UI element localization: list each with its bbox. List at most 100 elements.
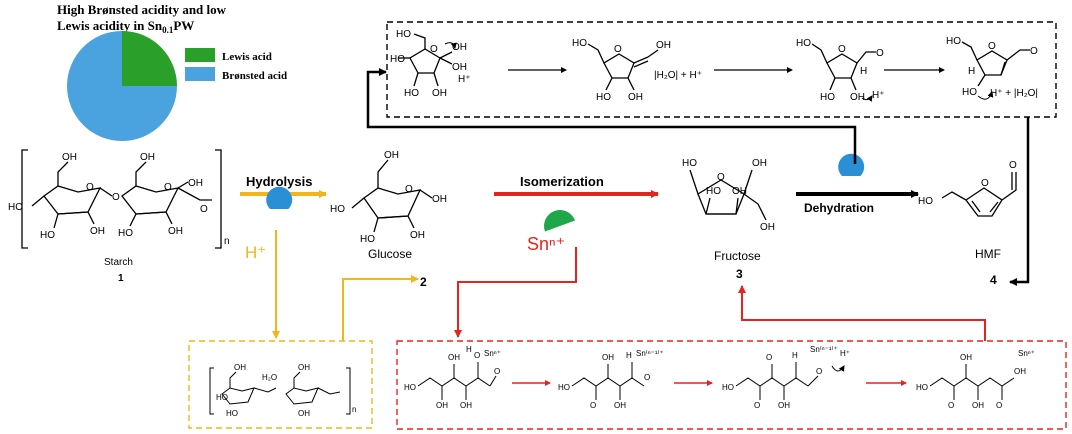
iso-mech-chain-3: HO O O OH H O Sn⁽ⁿ⁻¹⁾⁺ H⁺ — [722, 345, 850, 410]
svg-text:HO: HO — [918, 196, 933, 207]
svg-text:OH: OH — [234, 363, 246, 372]
hydrolysis-label: Hydrolysis — [246, 174, 312, 189]
svg-text:HO: HO — [596, 92, 611, 103]
svg-text:HO: HO — [962, 87, 977, 98]
fructose-label: Fructose — [714, 249, 761, 263]
svg-text:OH: OH — [656, 40, 671, 51]
svg-text:H: H — [860, 66, 867, 77]
svg-text:O: O — [1030, 46, 1038, 57]
svg-text:OH: OH — [384, 150, 399, 161]
mech-dihydrofuran-structure: HO O O H HO H⁺ + |H₂O| — [946, 36, 1038, 100]
proton-catalyst-shape — [266, 186, 293, 209]
dehydration-label: Dehydration — [804, 201, 874, 215]
mech1-h-plus: H⁺ — [458, 74, 471, 85]
svg-text:H: H — [626, 351, 632, 360]
dehydration-catalyst-shape — [838, 153, 865, 177]
starch-structure: n OH O HO HO OH O OH O OH HO OH O — [8, 149, 230, 249]
svg-text:OH: OH — [168, 226, 183, 237]
iso-mech3-sn: Sn⁽ⁿ⁻¹⁾⁺ — [810, 345, 838, 354]
svg-text:OH: OH — [62, 152, 77, 163]
svg-text:OH: OH — [410, 230, 425, 241]
iso-mech4-sn: Snⁿ⁺ — [1018, 349, 1035, 358]
mechanism-loop-in — [366, 68, 857, 164]
legend-swatch-bronsted — [185, 67, 215, 81]
svg-text:OH: OH — [188, 178, 203, 189]
iso-mech-chain-1: HO OH OH OH O Snⁿ⁺ O H — [404, 345, 501, 410]
iso-mech-chain-4: HO O OH OH O OH Snⁿ⁺ — [916, 349, 1035, 410]
svg-text:O: O — [590, 401, 596, 410]
glucose-number: 2 — [420, 275, 427, 289]
legend-swatch-lewis — [185, 48, 215, 62]
svg-text:H: H — [466, 345, 472, 354]
fructose-structure: O HO OH OH HO OH — [682, 158, 775, 233]
svg-text:O: O — [876, 48, 884, 59]
fructose-number: 3 — [736, 267, 743, 281]
svg-text:HO: HO — [396, 29, 411, 40]
svg-text:HO: HO — [330, 204, 345, 215]
svg-text:OH: OH — [1014, 367, 1026, 376]
svg-text:OH: OH — [850, 92, 865, 103]
svg-text:OH: OH — [778, 401, 790, 410]
svg-text:OH: OH — [432, 88, 447, 99]
svg-text:OH: OH — [760, 222, 775, 233]
svg-text:HO: HO — [682, 158, 697, 169]
iso-mech2-sn: Sn⁽ⁿ⁻¹⁾⁺ — [636, 349, 664, 358]
tin-catalyst-shape — [544, 210, 576, 232]
iso-mech-chain-2: HO O OH OH H Sn⁽ⁿ⁻¹⁾⁺ O — [558, 349, 664, 410]
svg-text:OH: OH — [432, 194, 447, 205]
title-line2-prefix: Lewis acidity in Sn — [57, 18, 163, 33]
svg-text:n: n — [352, 405, 356, 414]
svg-text:OH: OH — [452, 62, 467, 73]
svg-text:HO: HO — [796, 38, 811, 49]
svg-text:O: O — [494, 367, 500, 376]
svg-text:HO: HO — [8, 202, 23, 213]
svg-text:H: H — [968, 66, 975, 77]
svg-text:HO: HO — [722, 383, 734, 392]
svg-text:HO: HO — [360, 234, 375, 245]
hydrolysis-mechanism-box — [188, 340, 373, 429]
hmf-structure: O HO O — [918, 160, 1017, 217]
svg-text:HO: HO — [404, 383, 416, 392]
svg-text:H: H — [792, 351, 798, 360]
svg-text:HO: HO — [40, 230, 55, 241]
hydrolysis-connector-up — [342, 275, 419, 341]
pie-slice-lewis — [122, 31, 177, 86]
svg-text:OH: OH — [960, 353, 972, 362]
svg-text:HO: HO — [558, 383, 570, 392]
svg-text:OH: OH — [752, 158, 767, 169]
svg-text:HO: HO — [118, 228, 133, 239]
pie-slice-bronsted — [67, 31, 177, 141]
svg-text:O: O — [981, 178, 989, 189]
svg-text:HO: HO — [706, 186, 721, 197]
hmf-number: 4 — [990, 273, 997, 287]
svg-text:HO: HO — [390, 54, 405, 65]
legend-label-bronsted: Brønsted acid — [222, 70, 287, 82]
iso-mech3-h-plus: H⁺ — [840, 349, 850, 358]
svg-text:OH: OH — [732, 186, 747, 197]
mech-fructofuranose-structure: HO O OH OH HO HO OH H⁺ — [390, 29, 471, 99]
svg-text:O: O — [754, 401, 760, 410]
svg-text:HO: HO — [946, 36, 961, 47]
mech4-proton-water: H⁺ + |H₂O| — [990, 88, 1038, 99]
svg-text:HO: HO — [226, 409, 238, 418]
svg-text:OH: OH — [298, 363, 310, 372]
title-line2: Lewis acidity in Sn0.1PW — [57, 18, 194, 35]
svg-text:HO: HO — [572, 38, 587, 49]
svg-text:OH: OH — [140, 152, 155, 163]
tin-catalyst-label: Snⁿ⁺ — [527, 234, 565, 254]
svg-text:O: O — [86, 182, 94, 193]
svg-text:O: O — [838, 44, 846, 55]
svg-text:O: O — [405, 184, 413, 195]
svg-text:O: O — [614, 44, 622, 55]
svg-text:OH: OH — [448, 353, 460, 362]
hydrolysis-mech-water: H₂O — [262, 373, 277, 382]
mechanism-loop-out — [1009, 117, 1030, 286]
isomerization-label: Isomerization — [520, 174, 604, 189]
svg-text:OH: OH — [614, 401, 626, 410]
svg-text:O: O — [1009, 160, 1017, 171]
svg-text:HO: HO — [916, 383, 928, 392]
acidity-pie-chart — [67, 31, 177, 141]
iso-mech1-sn: Snⁿ⁺ — [484, 349, 501, 358]
svg-text:O: O — [112, 192, 120, 203]
